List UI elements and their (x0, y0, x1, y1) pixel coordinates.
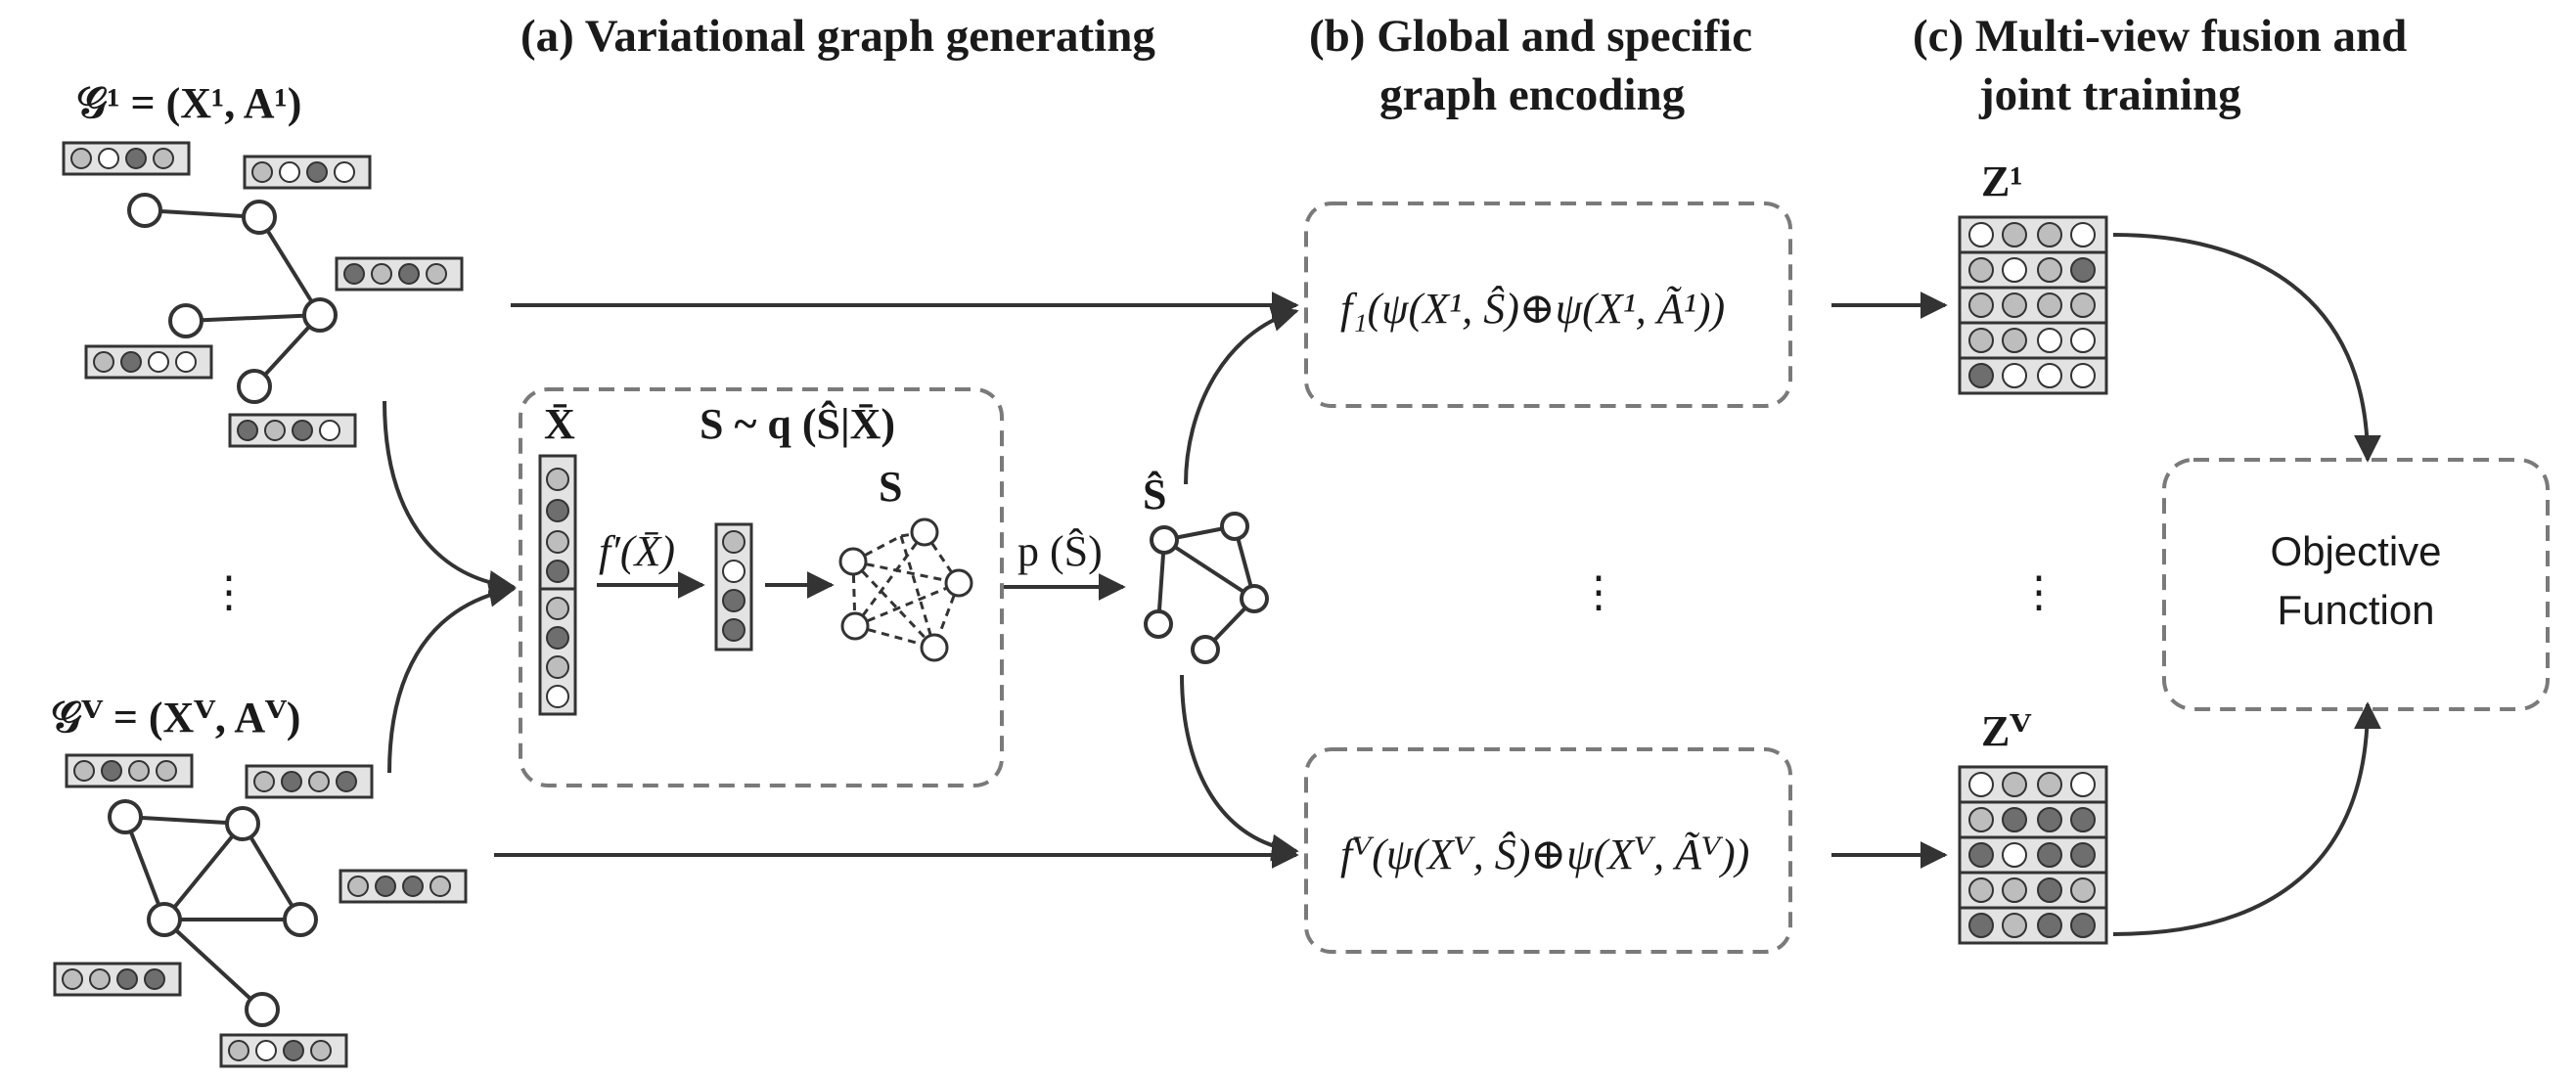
graph-node (225, 806, 260, 841)
objective-line1: Objective (2270, 528, 2441, 574)
generator-box (519, 387, 1004, 787)
graph-node (242, 200, 277, 235)
sampled-graph (838, 517, 973, 662)
feature-vector (228, 413, 357, 448)
heading-multiview-fusion-line1: (c) Multi-view fusion and (1913, 11, 2407, 62)
objective-box (2162, 458, 2550, 711)
graph-node (237, 369, 272, 404)
xbar-label: X̄ (544, 400, 575, 448)
shat-graph (1144, 512, 1269, 664)
heading-global-specific-line2: graph encoding (1379, 69, 1686, 120)
heading-variational-graph-generating: (a) Variational graph generating (520, 11, 1155, 62)
feature-vector (243, 155, 372, 190)
graph-edge (123, 816, 166, 921)
shat-label: Ŝ (1143, 471, 1166, 518)
prior-label: p (Ŝ) (1017, 527, 1103, 575)
graph-edge (185, 313, 321, 323)
sampling-label: S ~ q (Ŝ|X̄) (700, 400, 895, 448)
z-first-label: Z¹ (1981, 157, 2023, 205)
concat-feature-column (538, 454, 577, 716)
encoder-formula-last: fⱽ(ψ(Xⱽ, Ŝ)⊕ψ(Xⱽ, Ãⱽ)) (1340, 831, 1749, 878)
encoder-formula-first: f₁(ψ(X¹, Ŝ)⊕ψ(X¹, Ã¹)) (1340, 285, 1725, 333)
graph-node (245, 992, 280, 1027)
view-first-nodes (127, 193, 338, 404)
heading-multiview-fusion-line2: joint training (1978, 69, 2241, 120)
encoder-box-first (1304, 202, 1792, 408)
s-label: S (879, 463, 902, 511)
graph-edge (257, 215, 322, 317)
graph-edge (124, 815, 244, 826)
graph-node (147, 902, 182, 937)
graph-edge (162, 822, 245, 921)
encoder-box-last (1304, 747, 1792, 954)
heading-global-specific-line1: (b) Global and specific (1309, 11, 1752, 62)
graph-node (302, 297, 338, 333)
graph-edge (241, 822, 302, 921)
feature-vector (335, 256, 464, 292)
view-first-label: 𝒢¹ = (X¹, A¹) (76, 79, 301, 127)
input-arrow-bottom (387, 579, 517, 774)
graph-node (108, 799, 143, 834)
view-last-graph (123, 815, 302, 1011)
objective-line2: Function (2277, 587, 2434, 633)
shat-to-encoder-bottom (1180, 674, 1299, 862)
views-ellipsis: ⋮ (207, 568, 250, 616)
graph-node (168, 303, 203, 338)
feature-vector (62, 141, 191, 176)
fusion-ellipsis: ⋮ (2017, 568, 2060, 616)
graph-edge (162, 918, 264, 1011)
graph-edge (144, 208, 260, 219)
z-last-label: Zⱽ (1981, 707, 2031, 755)
encoders-ellipsis: ⋮ (1577, 568, 1620, 616)
embedding-column (714, 522, 753, 651)
z-first-to-objective-arrow (2112, 233, 2381, 463)
input-arrow-top (383, 400, 517, 598)
mapping-label: f′(X̄) (599, 527, 675, 575)
view-last-label: 𝒢ⱽ = (Xⱽ, Aⱽ) (51, 694, 300, 741)
z-first-matrix (1958, 215, 2108, 395)
z-last-to-objective-arrow (2112, 701, 2381, 936)
shat-to-encoder-top (1184, 304, 1299, 485)
view-last-nodes (108, 799, 318, 1027)
z-last-matrix (1958, 765, 2108, 945)
feature-vector (245, 764, 374, 799)
feature-vector (84, 344, 213, 380)
graph-node (127, 193, 162, 228)
feature-vector (219, 1033, 348, 1068)
graph-node (283, 902, 318, 937)
feature-vector (53, 962, 182, 997)
feature-vector (65, 753, 194, 788)
feature-vector (339, 869, 468, 904)
